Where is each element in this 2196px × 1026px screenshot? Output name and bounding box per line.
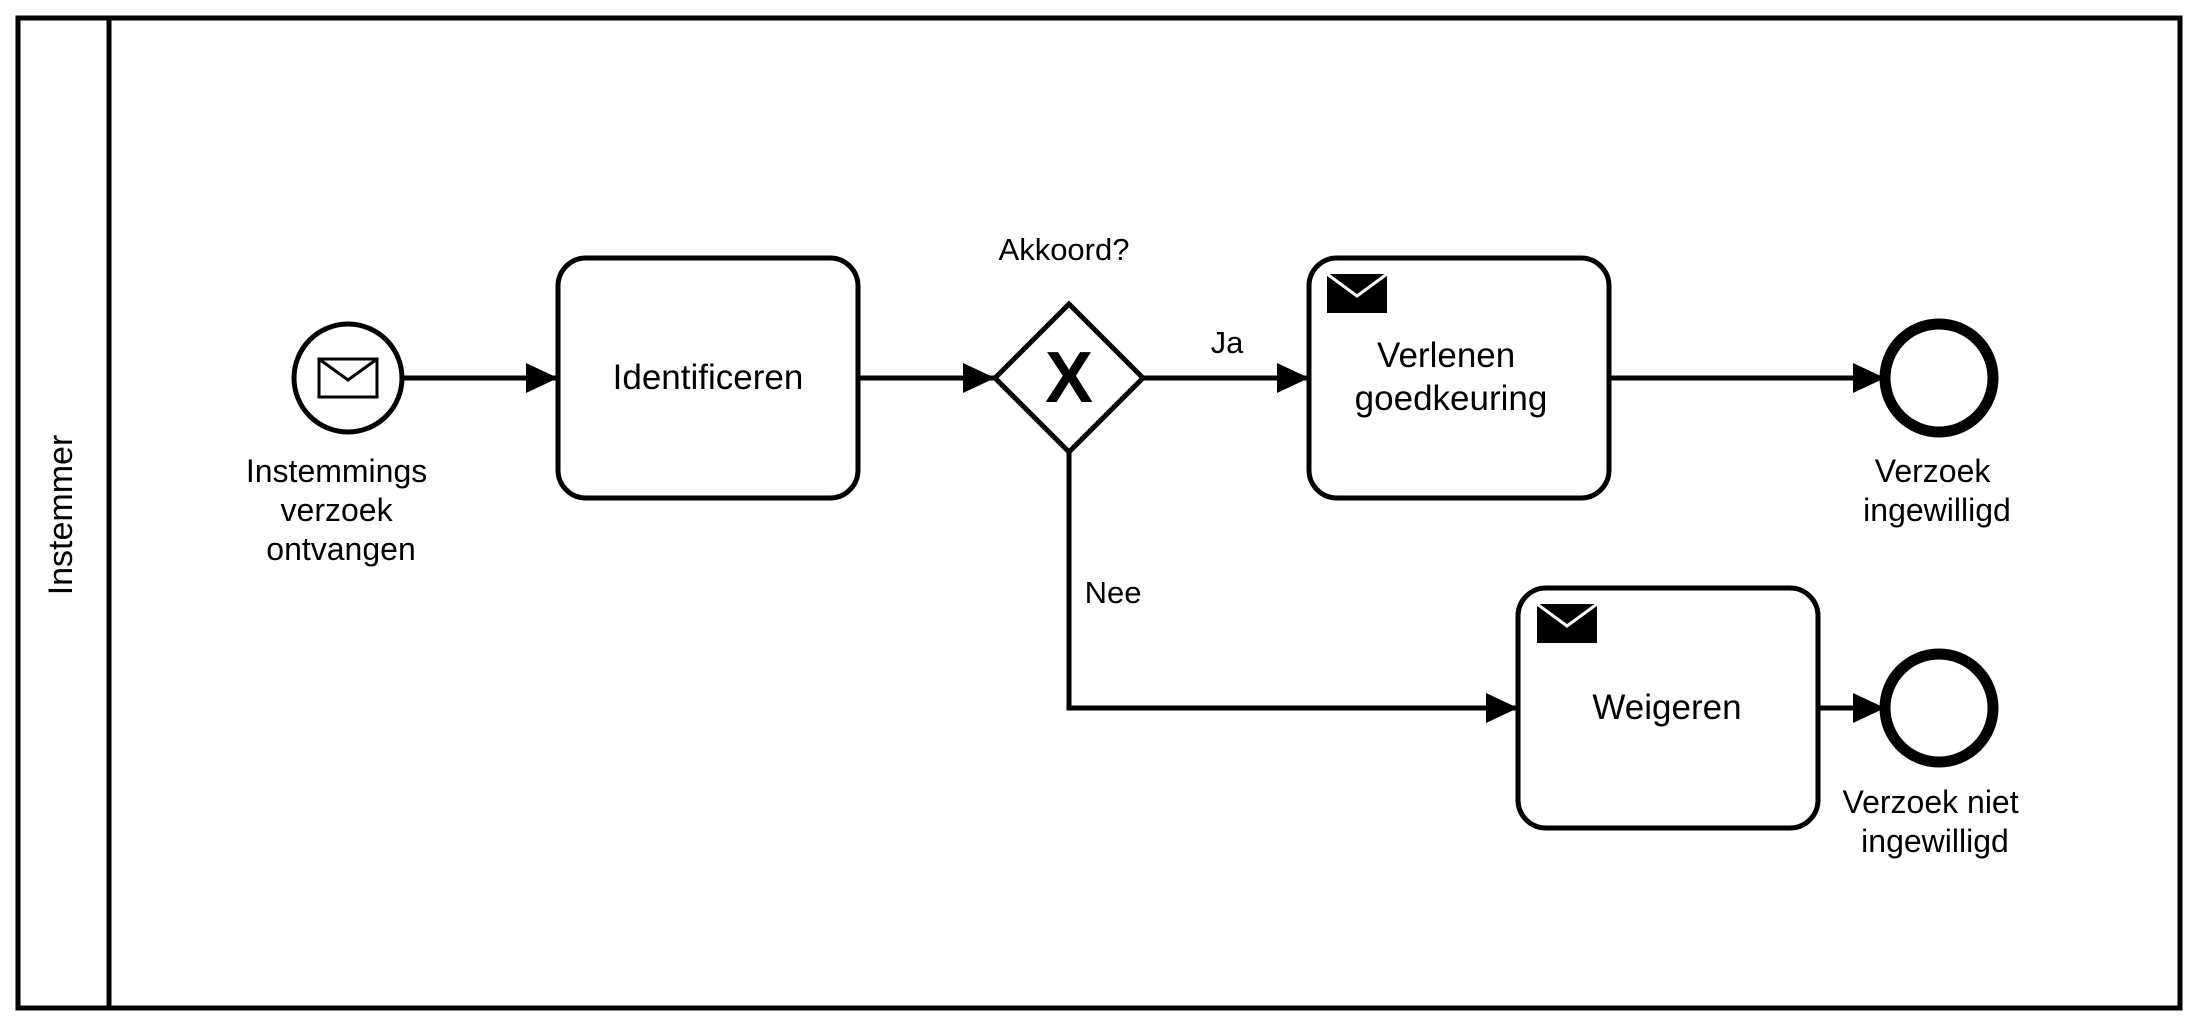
- start-event-label-line-2: verzoek: [281, 492, 394, 528]
- task-weigeren[interactable]: [1515, 585, 1821, 831]
- start-event-label-line-3: ontvangen: [266, 531, 415, 567]
- flow-yes-label: Ja: [1211, 325, 1245, 360]
- start-event-label: Instemmings verzoek ontvangen: [246, 453, 436, 567]
- send-envelope-icon: [1536, 602, 1598, 643]
- gateway-marker-x: X: [1045, 338, 1093, 418]
- task-identificeren-label: Identificeren: [613, 358, 804, 397]
- flow-gateway-no: [1066, 452, 1518, 711]
- end-event-granted[interactable]: [1879, 318, 1999, 438]
- arrowhead: [1486, 693, 1518, 723]
- flow-no-label: Nee: [1085, 575, 1142, 610]
- gateway-label: Akkoord?: [999, 232, 1130, 267]
- lane-label: Instemmer: [42, 435, 80, 596]
- arrowhead: [1277, 363, 1309, 393]
- end-event-granted-label: Verzoek ingewilligd: [1863, 453, 2011, 528]
- arrowhead: [526, 363, 558, 393]
- pool: [15, 15, 2183, 1011]
- end-event-not-granted-label: Verzoek niet ingewilligd: [1843, 784, 2028, 859]
- start-event-label-line-1: Instemmings: [246, 453, 427, 489]
- task-verlenen-goedkeuring[interactable]: [1306, 255, 1612, 501]
- task-identificeren[interactable]: [555, 255, 861, 501]
- task-verlenen-goedkeuring-label: Verlenen goedkeuring: [1355, 336, 1548, 418]
- arrowhead: [963, 363, 995, 393]
- envelope-icon: [317, 357, 379, 399]
- task-weigeren-label: Weigeren: [1592, 688, 1741, 727]
- arrowhead: [1853, 363, 1885, 393]
- end-event-not-granted[interactable]: [1879, 648, 1999, 768]
- exclusive-gateway[interactable]: [991, 300, 1147, 456]
- arrowhead: [1853, 693, 1885, 723]
- send-envelope-icon: [1326, 272, 1388, 313]
